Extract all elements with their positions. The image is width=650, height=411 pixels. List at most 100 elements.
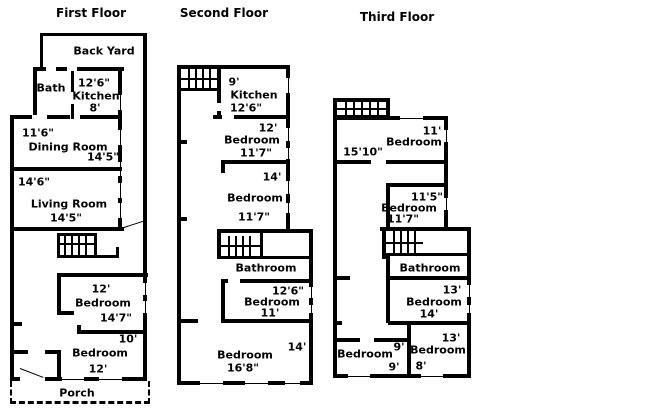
wall-segment (286, 69, 290, 78)
wall-segment (57, 255, 97, 258)
wall-segment (390, 276, 468, 280)
wall-segment (443, 374, 471, 378)
window-mark (120, 162, 121, 176)
f1-bedroom1-label: Bedroom (75, 296, 131, 310)
wall-segment (64, 233, 66, 258)
window-mark (120, 95, 121, 110)
window-mark (421, 376, 443, 377)
f1-bedroom1-depth-dim: 14'7" (99, 311, 133, 325)
wall-segment (45, 377, 62, 381)
f1-bedroom2-width-dim: 10' (118, 332, 138, 346)
wall-segment (94, 233, 97, 258)
window-mark (400, 118, 423, 119)
wall-segment (333, 98, 337, 378)
porch-outline (10, 381, 150, 404)
window-mark (99, 379, 122, 380)
window-mark (120, 183, 121, 198)
wall-segment (333, 116, 400, 120)
wall-segment (217, 229, 313, 233)
wall-segment (386, 256, 390, 323)
window-mark (120, 130, 121, 145)
wall-segment (386, 187, 390, 227)
wall-segment (57, 233, 97, 236)
window-mark (469, 305, 470, 313)
wall-segment (84, 377, 99, 381)
f3-bedroom4-label: Bedroom (337, 347, 393, 361)
wall-segment (370, 374, 421, 378)
wall-segment (33, 67, 46, 71)
wall-segment (386, 242, 423, 244)
wall-segment (118, 71, 122, 95)
wall-segment (10, 227, 124, 231)
wall-segment (181, 78, 217, 80)
wall-segment (10, 115, 32, 119)
wall-segment (386, 160, 448, 164)
wall-segment (78, 233, 80, 258)
f2-bedroom1-label: Bedroom (224, 133, 280, 147)
wall-segment (286, 194, 290, 203)
wall-segment (221, 160, 290, 164)
f3-bedroom3-depth-dim: 14' (419, 307, 439, 321)
f1-bedroom2-label: Bedroom (72, 346, 128, 360)
f2-kitchen-depth-dim: 12'6" (229, 101, 263, 115)
wall-segment (85, 233, 87, 258)
window-mark (311, 287, 312, 298)
f2-bedroom2-width-dim: 14' (262, 170, 282, 184)
wall-segment (337, 108, 390, 110)
wall-segment (71, 104, 74, 119)
window-mark (288, 203, 289, 213)
wall-segment (221, 160, 225, 173)
wall-segment (57, 277, 61, 314)
wall-segment (221, 256, 263, 259)
window-mark (348, 376, 370, 377)
f3-bedroom5-width-dim: 13' (441, 331, 461, 345)
wall-segment (118, 110, 122, 130)
f3-bedroom3-width-dim: 13' (442, 283, 462, 297)
wall-segment (57, 243, 97, 245)
wall-segment (374, 338, 411, 342)
wall-segment (177, 140, 187, 144)
f2-bedroom3-width-dim: 12'6" (271, 284, 305, 298)
f2-kitchen-width-dim: 9' (228, 75, 240, 89)
window-mark (62, 379, 84, 380)
f3-bedroom3-label: Bedroom (406, 295, 462, 309)
living-room-label: Living Room (30, 197, 108, 211)
wall-segment (143, 33, 147, 283)
wall-segment (80, 115, 122, 119)
wall-segment (309, 298, 313, 305)
second-floor-title: Second Floor (179, 6, 269, 20)
wall-segment (57, 311, 74, 315)
f3-bedroom5-label: Bedroom (410, 343, 466, 357)
f2-kitchen-label: Kitchen (230, 88, 278, 102)
wall-segment (118, 145, 122, 162)
living-depth-dim: 14'5" (49, 211, 83, 225)
f2-bedroom2-depth-dim: 11'7" (237, 210, 271, 224)
first-floor-title: First Floor (55, 6, 127, 20)
wall-segment (467, 231, 471, 285)
wall-segment (56, 67, 67, 71)
window-mark (288, 78, 289, 93)
wall-segment (13, 350, 28, 354)
f2-bedroom1-depth-dim: 11'7" (239, 146, 273, 160)
wall-segment (386, 183, 448, 187)
f2-bedroom4-width-dim: 14' (287, 340, 307, 354)
third-floor-title: Third Floor (359, 10, 435, 24)
wall-segment (217, 69, 221, 91)
wall-segment (333, 98, 390, 102)
wall-segment (309, 313, 313, 382)
f3-bedroom5-depth-dim: 8' (415, 359, 427, 373)
wall-segment (388, 321, 471, 325)
window-mark (145, 283, 146, 295)
f2-bedroom3-depth-dim: 11' (260, 306, 280, 320)
window-mark (288, 148, 289, 159)
wall-segment (181, 319, 198, 323)
wall-segment (57, 233, 60, 258)
wall-segment (143, 295, 147, 301)
f2-bedroom4-label: Bedroom (217, 348, 273, 362)
f3-bedroom1-depth-dim: 15'10" (343, 145, 383, 159)
wall-segment (467, 313, 471, 378)
door-swing-porch (19, 368, 44, 378)
wall-segment (333, 276, 350, 280)
wall-segment (263, 256, 309, 259)
